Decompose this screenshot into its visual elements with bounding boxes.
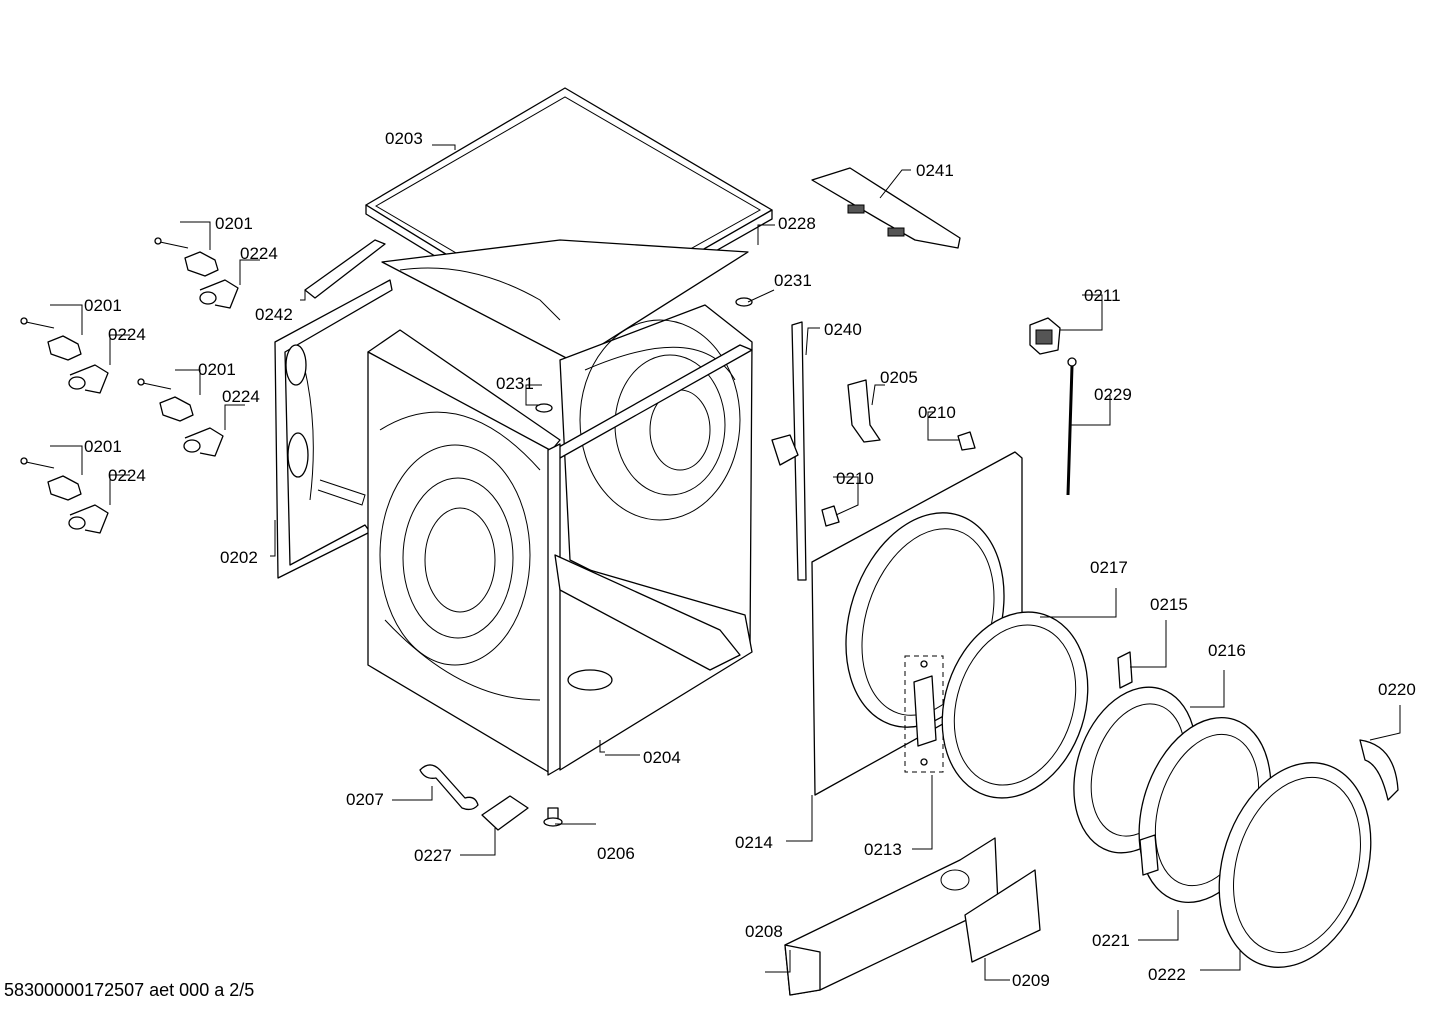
label-0201-c: 0201	[198, 360, 236, 379]
label-0201-b: 0201	[84, 296, 122, 315]
cover-panel-part	[381, 239, 749, 363]
cable-tie-0229-part	[1066, 357, 1077, 496]
label-0210-lower: 0210	[836, 469, 874, 488]
screw-0206-part	[543, 807, 563, 827]
label-0224-a: 0224	[240, 244, 278, 263]
pad-0231-lower	[535, 403, 553, 413]
label-0221: 0221	[1092, 931, 1130, 950]
hinge-0205-part	[847, 379, 881, 443]
label-0206: 0206	[597, 844, 635, 863]
bracket-0241-part	[811, 167, 961, 249]
drawer-0208-part	[784, 837, 999, 996]
door-frame-outer-0222-part	[1218, 762, 1372, 968]
rail-0242-part	[304, 239, 386, 299]
pad-0231-upper	[735, 297, 753, 307]
door-lock-0213-part	[904, 655, 944, 773]
label-0217: 0217	[1090, 558, 1128, 577]
part-labels: 0203 0201 0224 0242 0201 0224 0201 0224 …	[84, 129, 1416, 990]
rear-frame-part	[274, 279, 393, 579]
label-0211: 0211	[1084, 286, 1121, 305]
label-0222: 0222	[1148, 965, 1186, 984]
label-0224-c: 0224	[222, 387, 260, 406]
label-0201-d: 0201	[84, 437, 122, 456]
label-0202: 0202	[220, 548, 258, 567]
label-0203: 0203	[385, 129, 423, 148]
label-0242: 0242	[255, 305, 293, 324]
label-0213: 0213	[864, 840, 902, 859]
label-0224-d: 0224	[108, 466, 146, 485]
module-0211-part	[1029, 317, 1061, 355]
label-0201-a: 0201	[215, 214, 253, 233]
label-0240: 0240	[824, 320, 862, 339]
label-0207: 0207	[346, 790, 384, 809]
foot-assembly-d	[20, 457, 109, 534]
plate-0227-part	[481, 795, 529, 831]
bracket-0240-part	[771, 321, 807, 581]
door-ring-0217-part	[941, 611, 1089, 799]
label-0215: 0215	[1150, 595, 1188, 614]
document-reference: 58300000172507 aet 000 a 2/5	[4, 980, 255, 1000]
label-0231-lower: 0231	[496, 374, 534, 393]
foot-assembly-a	[154, 237, 239, 309]
label-0241: 0241	[916, 161, 954, 180]
label-0220: 0220	[1378, 680, 1416, 699]
label-0208: 0208	[745, 922, 783, 941]
label-0209: 0209	[1012, 971, 1050, 990]
label-0228: 0228	[778, 214, 816, 233]
label-0205: 0205	[880, 368, 918, 387]
label-0231-upper: 0231	[774, 271, 812, 290]
label-0214: 0214	[735, 833, 773, 852]
cabinet-housing-part	[367, 304, 753, 776]
label-0216: 0216	[1208, 641, 1246, 660]
clip-0210-lower	[821, 505, 840, 527]
label-0229: 0229	[1094, 385, 1132, 404]
wrench-0207-part	[419, 764, 479, 811]
drawer-insert-0209-part	[964, 869, 1041, 963]
hinge-0215-part	[1117, 651, 1133, 689]
label-0210-upper: 0210	[918, 403, 956, 422]
label-0227: 0227	[414, 846, 452, 865]
label-0224-b: 0224	[108, 325, 146, 344]
foot-assembly-c	[137, 378, 224, 457]
leader-lines	[50, 144, 1401, 981]
clip-0210-upper	[957, 431, 976, 451]
foot-assembly-b	[20, 317, 109, 394]
label-0204: 0204	[643, 748, 681, 767]
handle-0220-part	[1359, 739, 1399, 801]
